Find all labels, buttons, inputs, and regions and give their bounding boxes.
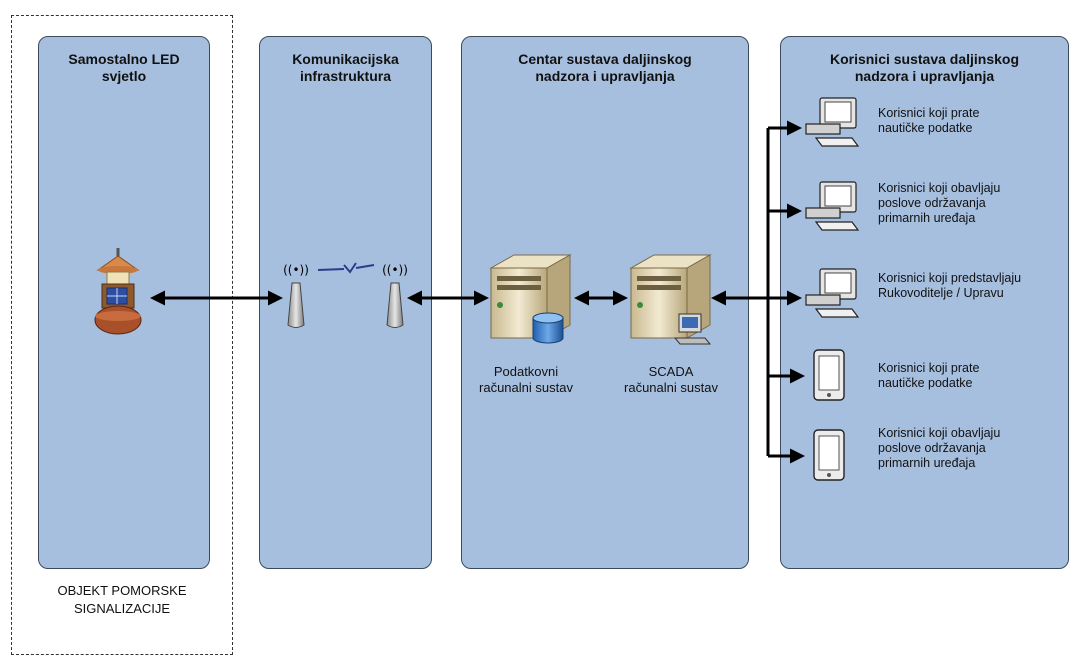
object-label: OBJEKT POMORSKE SIGNALIZACIJE: [57, 583, 187, 616]
led-buoy-icon: [94, 248, 142, 335]
tablet-icon: [813, 349, 845, 401]
svg-text:((•)): ((•)): [382, 263, 408, 277]
panel-comm-title: Komunikacijska infrastruktura: [292, 51, 399, 84]
user-label-2: Korisnici koji obavljaju poslove održava…: [878, 181, 1001, 225]
desktop-computer-icon: [805, 97, 860, 147]
panel-users-title: Korisnici sustava daljinskog nadzora i u…: [829, 51, 1020, 84]
desktop-computer-icon: [805, 181, 860, 231]
scada-server-icon: [629, 254, 712, 345]
user-label-5: Korisnici koji obavljaju poslove održava…: [878, 426, 1001, 470]
panel-center-title: Centar sustava daljinskog nadzora i upra…: [518, 51, 692, 84]
panel-led-title: Samostalno LED svjetlo: [68, 51, 180, 84]
antenna-right-icon: ((•)): [382, 263, 408, 328]
svg-text:((•)): ((•)): [283, 263, 309, 277]
user-label-3: Korisnici koji predstavljaju Rukovoditel…: [878, 271, 1022, 300]
diagram-graphics: ((•)) ((•)): [94, 97, 860, 481]
user-label-1: Korisnici koji prate nautičke podatke: [878, 106, 980, 135]
desktop-computer-icon: [805, 268, 860, 318]
database-server-icon: [489, 254, 572, 344]
connection-arrows: [150, 120, 805, 464]
data-server-label: Podatkovni računalni sustav: [479, 364, 573, 395]
wireless-link-icon: [317, 262, 375, 274]
scada-server-label: SCADA računalni sustav: [624, 364, 718, 395]
user-label-4: Korisnici koji prate nautičke podatke: [878, 361, 980, 390]
antenna-left-icon: ((•)): [283, 263, 309, 328]
tablet-icon: [813, 429, 845, 481]
